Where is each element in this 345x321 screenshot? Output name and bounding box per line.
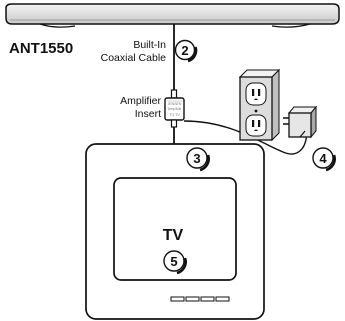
tv (85, 143, 265, 320)
tv-control-buttons (170, 296, 230, 302)
cable-label-line2: Coaxial Cable (101, 52, 167, 64)
step-3-badge: 3 (186, 147, 210, 172)
tv-label: TV (163, 227, 184, 244)
amplifier-label-line2: Insert (135, 108, 161, 120)
step-4-badge: 4 (312, 147, 336, 172)
step-5-badge: 5 (163, 250, 187, 275)
amp-output-text: TO TV (169, 113, 180, 117)
step-2-number: 2 (181, 43, 188, 58)
step-3-number: 3 (193, 151, 200, 166)
coax-cable (170, 24, 178, 99)
step-4-number: 4 (319, 151, 327, 166)
power-cord (183, 120, 308, 155)
model-name: ANT1550 (9, 40, 73, 57)
step-5-number: 5 (170, 254, 177, 269)
amp-model-text: Amp/Mix (168, 107, 182, 111)
power-adapter (283, 105, 318, 139)
amplifier-insert: JENSEN Amp/Mix TO TV (164, 97, 185, 128)
cable-label-line1: Built-In (133, 39, 166, 51)
amp-brand-text: JENSEN (168, 102, 182, 106)
wall-outlet (238, 68, 281, 142)
step-2-badge: 2 (174, 39, 198, 63)
amplifier-label-line1: Amplifier (120, 95, 161, 107)
antenna-bar (5, 3, 340, 28)
